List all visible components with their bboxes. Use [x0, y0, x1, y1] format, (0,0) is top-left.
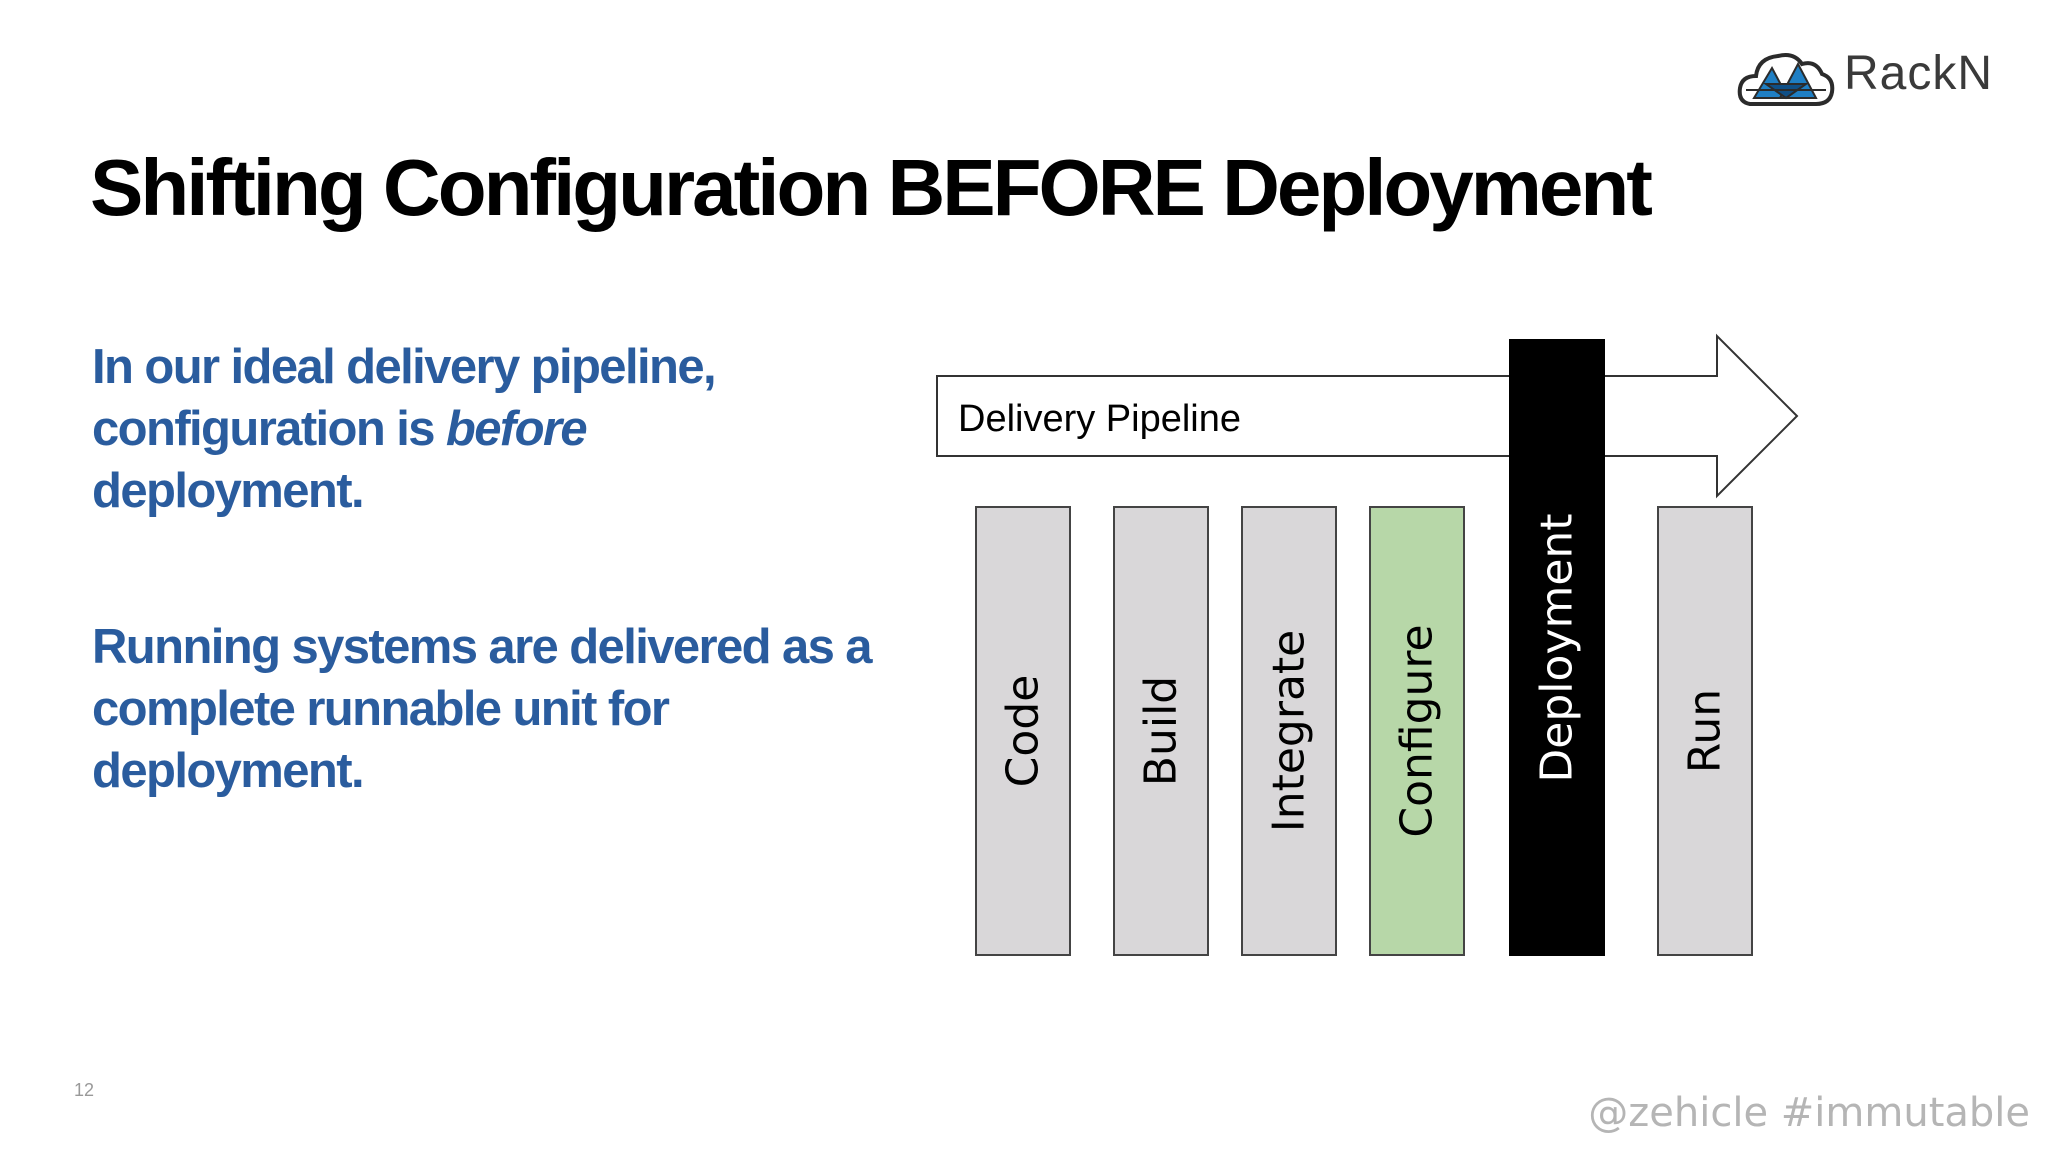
stage-label: Configure: [1391, 624, 1443, 838]
cloud-logo-icon: [1737, 53, 1835, 106]
paragraph-running-systems: Running systems are delivered as a compl…: [92, 620, 873, 798]
stage-label: Integrate: [1263, 629, 1315, 833]
stage-label: Deployment: [1531, 512, 1583, 783]
pipeline-label: Delivery Pipeline: [958, 398, 1242, 440]
stage-deployment: Deployment: [1509, 339, 1605, 956]
stage-configure: Configure: [1369, 506, 1465, 956]
stage-code: Code: [975, 506, 1071, 956]
stage-integrate: Integrate: [1241, 506, 1337, 956]
rackn-logo: RackN: [1736, 44, 2006, 112]
stage-label: Build: [1135, 675, 1187, 787]
logo-text: RackN: [1844, 47, 1994, 100]
paragraph-line: In our ideal delivery pipeline,: [92, 340, 717, 394]
paragraph-line: configuration is: [92, 402, 446, 456]
stage-build: Build: [1113, 506, 1209, 956]
twitter-handle: @zehicle #immutable: [1588, 1090, 2030, 1136]
stage-label: Code: [997, 674, 1049, 788]
emphasis-before: before: [445, 402, 588, 456]
stage-label: Run: [1679, 688, 1731, 774]
slide-title: Shifting Configuration BEFORE Deployment: [90, 143, 1653, 232]
paragraph-ideal-pipeline: In our ideal delivery pipeline, configur…: [92, 336, 912, 522]
page-number: 12: [74, 1080, 95, 1100]
paragraph-line: deployment.: [92, 464, 365, 518]
stage-run: Run: [1657, 506, 1753, 956]
